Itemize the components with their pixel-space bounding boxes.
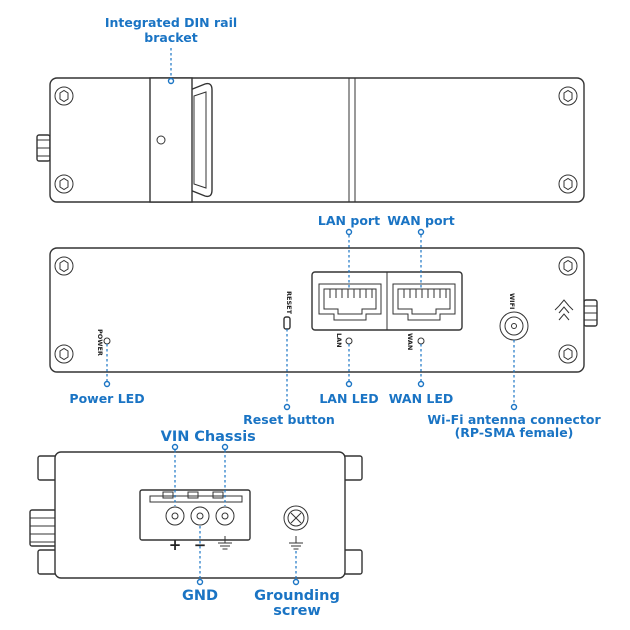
hex-screw-icon	[54, 344, 74, 364]
front-view: POWER RESET	[49, 247, 598, 373]
callout-grounding-screw: Grounding screw	[254, 551, 340, 619]
hex-screw-icon	[54, 174, 74, 194]
top-view	[36, 77, 585, 203]
callout-chassis: Chassis	[194, 429, 256, 506]
wan-marking: WAN	[406, 333, 414, 350]
callout-wifi-antenna: Wi-Fi antenna connector (RP-SMA female)	[427, 340, 601, 440]
power-marking: POWER	[96, 329, 104, 356]
brand-logo-icon	[554, 299, 574, 321]
label-vin: VIN	[161, 429, 190, 445]
hex-screw-icon	[54, 86, 74, 106]
label-power-led: Power LED	[69, 391, 144, 406]
power-terminal-block[interactable]	[139, 489, 251, 541]
callout-reset-button: Reset button	[243, 329, 335, 427]
callout-lan-port: LAN port	[318, 213, 380, 289]
hex-screw-icon	[558, 86, 578, 106]
label-lan-led: LAN LED	[319, 391, 378, 406]
reset-button[interactable]	[283, 316, 291, 330]
label-wifi-line1: Wi-Fi antenna connector	[427, 412, 601, 427]
minus-symbol: −	[194, 536, 207, 554]
label-chassis: Chassis	[194, 429, 256, 445]
callout-lan-led: LAN LED	[319, 344, 379, 406]
top-body	[49, 77, 585, 203]
callout-din-rail-bracket: Integrated DIN rail bracket	[105, 15, 237, 85]
hex-screw-icon	[558, 256, 578, 276]
din-rail-bracket	[149, 77, 213, 203]
lan-marking: LAN	[335, 333, 343, 348]
label-gnd: GND	[182, 588, 218, 604]
label-wifi-line2: (RP-SMA female)	[455, 425, 574, 440]
callout-vin: VIN	[161, 429, 190, 506]
label-lan-port: LAN port	[318, 213, 380, 228]
plus-symbol: +	[169, 536, 182, 554]
label-grounding-line1: Grounding	[254, 588, 340, 604]
callout-power-led: Power LED	[69, 344, 145, 406]
label-wan-led: WAN LED	[389, 391, 454, 406]
side-threaded-connector	[29, 509, 57, 547]
callout-wan-port: WAN port	[387, 213, 455, 289]
hex-screw-icon	[558, 174, 578, 194]
reset-marking: RESET	[285, 291, 293, 315]
callout-gnd: GND	[182, 526, 218, 604]
hex-screw-icon	[54, 256, 74, 276]
rj45-port-icon[interactable]	[392, 283, 456, 321]
label-grounding-line2: screw	[273, 603, 321, 619]
rj45-port-icon[interactable]	[318, 283, 382, 321]
label-reset-button: Reset button	[243, 412, 335, 427]
side-view: + −	[29, 451, 363, 579]
hex-screw-icon	[558, 344, 578, 364]
callout-wan-led: WAN LED	[389, 344, 454, 406]
ground-symbol-icon	[289, 536, 303, 550]
wifi-marking: WIFI	[508, 293, 516, 309]
label-din-rail-line1: Integrated DIN rail	[105, 15, 237, 30]
ground-symbol-icon	[218, 536, 232, 550]
din-bracket-plate	[149, 77, 193, 203]
label-wan-port: WAN port	[387, 213, 454, 228]
label-din-rail-line2: bracket	[144, 30, 197, 45]
cross-screw-icon[interactable]	[283, 505, 309, 531]
